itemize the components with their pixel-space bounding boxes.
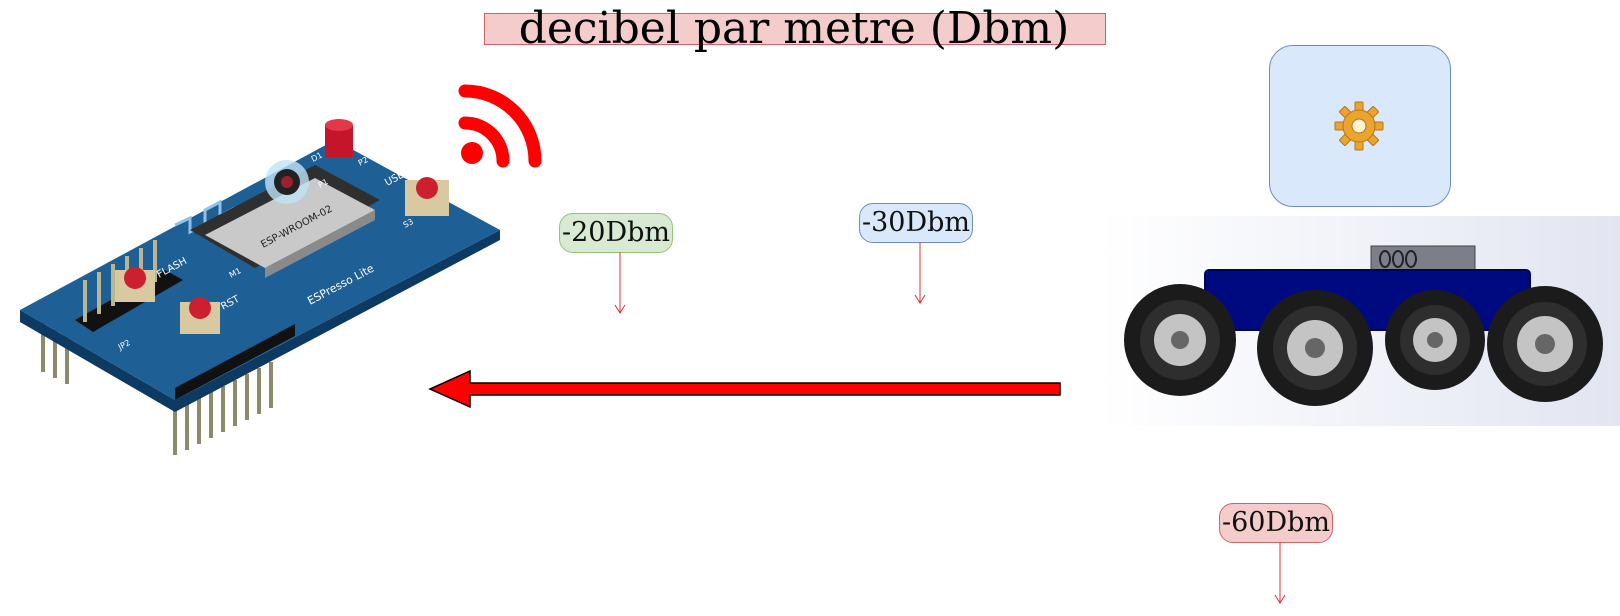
p2-silk: P2 [357,155,370,168]
signal-arrow-icon [428,370,1061,409]
gear-icon [1334,101,1384,151]
title-highlight [484,13,1106,45]
rover-image [1124,245,1603,406]
s3-silk: S3 [402,217,415,230]
signal-label-30: -30Dbm [859,203,974,243]
wifi-signal-icon [458,84,542,168]
page-title: decibel par metre (Dbm) [518,3,1070,54]
arrow-down-icon [1274,542,1286,604]
esp-board-image: ESP-WROOM-02 ESPresso Lite FLASH RST USE… [20,119,500,455]
signal-label-20: -20Dbm [559,213,674,253]
p1-silk: P1 [317,177,330,190]
arrow-down-icon [914,242,926,304]
signal-label-60: -60Dbm [1219,503,1334,543]
arrow-down-icon [614,252,626,314]
